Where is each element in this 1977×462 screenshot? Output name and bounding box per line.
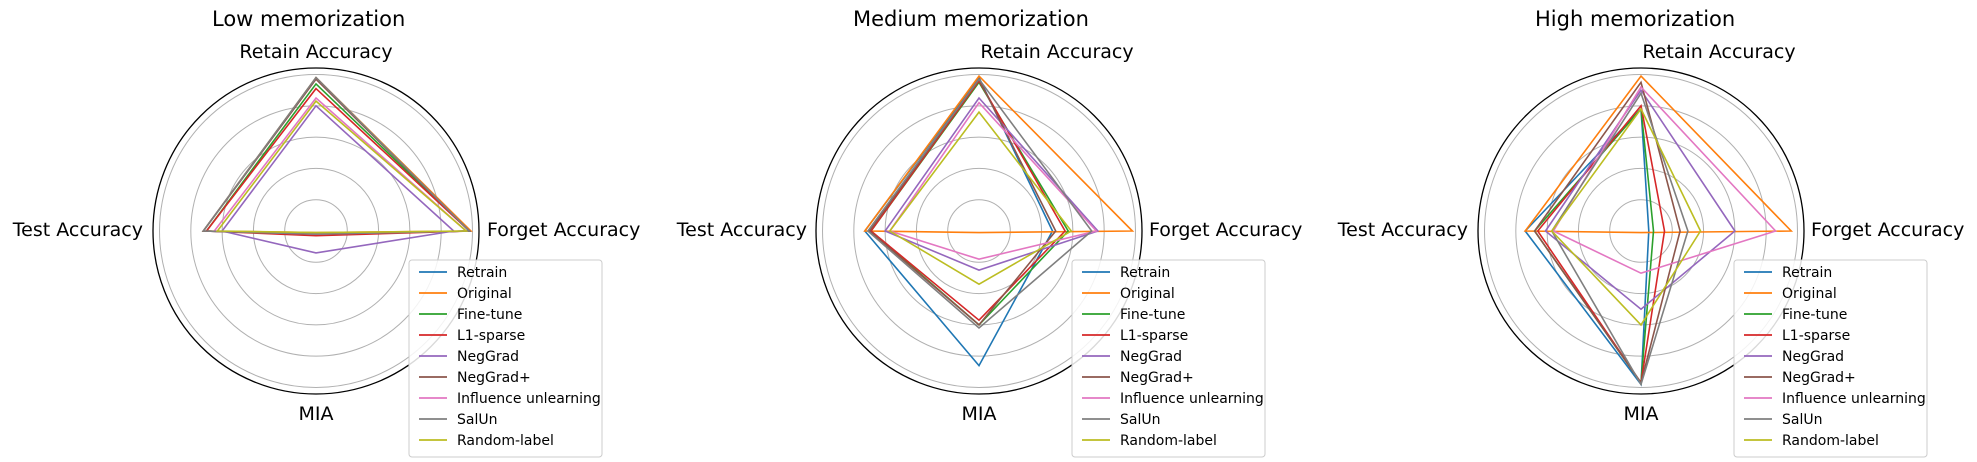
axis-label-test-accuracy: Test Accuracy <box>676 219 807 241</box>
legend-label-neggrad: NegGrad <box>1782 349 1844 365</box>
chart-title: High memorization <box>1535 7 1735 31</box>
radar-frame <box>152 67 480 395</box>
axis-label-mia: MIA <box>1624 403 1659 425</box>
series-line-original <box>863 74 1135 234</box>
legend-label-original: Original <box>1120 286 1175 302</box>
radar-panel-medium: Medium memorization Retain Accuracy Forg… <box>676 7 1302 458</box>
legend-box <box>408 259 603 458</box>
legend-label-fine-tune: Fine-tune <box>1120 307 1185 323</box>
series-line-salun <box>201 76 472 235</box>
series-layer <box>863 74 1135 368</box>
legend-label-influence-unlearning: Influence unlearning <box>1120 391 1264 407</box>
axis-label-test-accuracy: Test Accuracy <box>1337 219 1468 241</box>
legend-label-random-label: Random-label <box>457 433 554 449</box>
grid-circle <box>1577 167 1705 295</box>
axis-label-test-accuracy: Test Accuracy <box>12 219 143 241</box>
series-line-neggrad <box>220 104 456 254</box>
legend: RetrainOriginalFine-tuneL1-sparseNegGrad… <box>1733 259 1928 458</box>
chart-title: Medium memorization <box>853 7 1089 31</box>
series-line-neggrad <box>1544 88 1736 311</box>
axis-label-forget-accuracy: Forget Accuracy <box>1149 219 1302 241</box>
radar-panel-low: Low memorization Retain Accuracy Forget … <box>12 7 640 458</box>
series-line-l1-sparse <box>204 87 472 237</box>
legend-label-fine-tune: Fine-tune <box>1782 307 1847 323</box>
series-line-random-label <box>888 110 1073 286</box>
grid-circle <box>947 199 1011 263</box>
axis-label-mia: MIA <box>962 403 997 425</box>
legend-label-neggrad: NegGrad+ <box>1120 370 1194 386</box>
legend-label-influence-unlearning: Influence unlearning <box>1782 391 1926 407</box>
legend-label-original: Original <box>457 286 512 302</box>
axis-label-forget-accuracy: Forget Accuracy <box>1811 219 1964 241</box>
series-line-l1-sparse <box>869 79 1067 322</box>
legend-label-salun: SalUn <box>1120 412 1160 428</box>
legend-label-neggrad: NegGrad+ <box>1782 370 1856 386</box>
grid-circle <box>284 199 348 263</box>
radar-frame <box>1477 67 1805 395</box>
legend-label-random-label: Random-label <box>1120 433 1217 449</box>
legend-label-retrain: Retrain <box>1120 265 1170 281</box>
legend-label-salun: SalUn <box>1782 412 1822 428</box>
axis-label-mia: MIA <box>299 403 334 425</box>
series-line-random-label <box>215 99 469 234</box>
legend-label-l1-sparse: L1-sparse <box>457 328 525 344</box>
series-layer <box>1523 74 1794 387</box>
axis-label-retain-accuracy: Retain Accuracy <box>1642 41 1795 63</box>
axis-label-forget-accuracy: Forget Accuracy <box>487 219 640 241</box>
legend-label-salun: SalUn <box>457 412 497 428</box>
legend-label-retrain: Retrain <box>457 265 507 281</box>
legend-label-retrain: Retrain <box>1782 265 1832 281</box>
legend-box <box>1071 259 1266 458</box>
legend-label-neggrad: NegGrad <box>1120 349 1182 365</box>
legend-label-random-label: Random-label <box>1782 433 1879 449</box>
series-line-retrain <box>201 76 472 235</box>
legend-label-l1-sparse: L1-sparse <box>1120 328 1188 344</box>
radar-panel-high: High memorization Retain Accuracy Forget… <box>1337 7 1964 458</box>
grid-circle <box>1609 199 1673 263</box>
grid-circle <box>159 74 473 388</box>
legend-label-neggrad: NegGrad <box>457 349 519 365</box>
chart-title: Low memorization <box>212 7 405 31</box>
grid-circle <box>252 167 380 295</box>
series-line-random-label <box>1550 107 1702 327</box>
radar-frame <box>815 67 1143 395</box>
grid-circle <box>822 74 1136 388</box>
legend: RetrainOriginalFine-tuneL1-sparseNegGrad… <box>1071 259 1266 458</box>
series-line-fine-tune <box>204 82 472 235</box>
series-line-salun <box>1550 91 1689 387</box>
legend: RetrainOriginalFine-tuneL1-sparseNegGrad… <box>408 259 603 458</box>
series-line-influence-unlearning <box>888 101 1098 261</box>
grid-layer <box>1477 67 1805 395</box>
axis-label-retain-accuracy: Retain Accuracy <box>239 41 392 63</box>
legend-label-fine-tune: Fine-tune <box>457 307 522 323</box>
series-line-salun <box>866 77 1093 330</box>
grid-circle <box>1484 74 1798 388</box>
series-line-neggrad <box>868 77 1057 327</box>
series-line-neggrad <box>883 96 1100 271</box>
legend-label-original: Original <box>1782 286 1837 302</box>
legend-label-influence-unlearning: Influence unlearning <box>457 391 601 407</box>
axis-label-retain-accuracy: Retain Accuracy <box>980 41 1133 63</box>
legend-label-l1-sparse: L1-sparse <box>1782 328 1850 344</box>
series-line-original <box>1523 74 1794 234</box>
legend-label-neggrad: NegGrad+ <box>457 370 531 386</box>
legend-box <box>1733 259 1928 458</box>
series-layer <box>201 76 473 254</box>
